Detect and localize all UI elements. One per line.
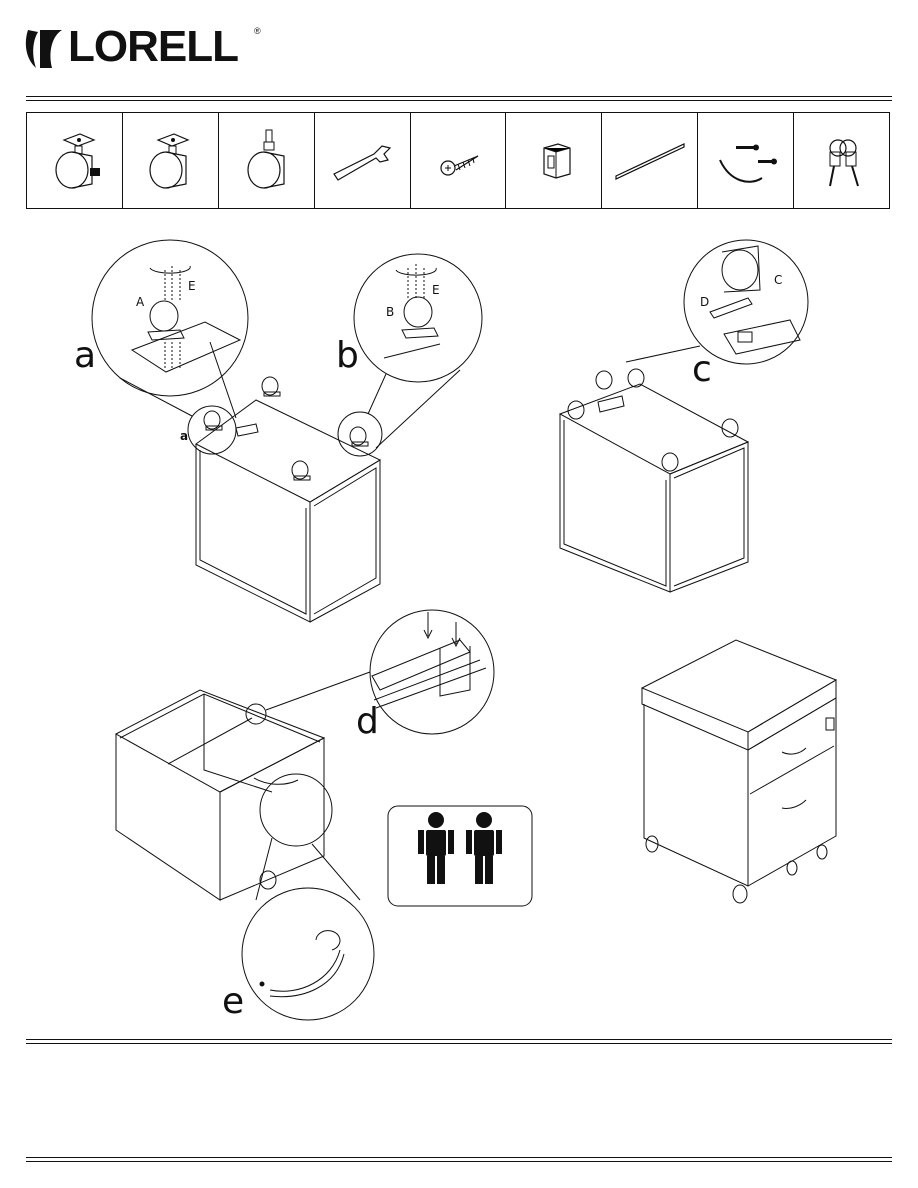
part-cell (27, 113, 123, 208)
callout-a-A: A (136, 296, 144, 308)
step-label-d: d (356, 704, 379, 740)
finished-cabinet (642, 640, 836, 903)
part-cell (602, 113, 698, 208)
handle-with-screws-icon (706, 126, 786, 196)
detail-d-content (372, 612, 486, 708)
step-label-a: a (74, 338, 96, 374)
callout-a-E: E (188, 280, 196, 292)
detail-e-content (260, 931, 344, 997)
step-label-e: e (222, 984, 244, 1020)
lorell-logo: LORELL ® (22, 22, 262, 72)
footer-rule-top-1 (26, 1039, 892, 1040)
drawer-step-d (116, 690, 324, 900)
parts-list (26, 112, 890, 209)
step-label-c: c (692, 352, 712, 388)
part-cell (123, 113, 219, 208)
connector-clip-icon (514, 126, 594, 196)
lorell-swoosh-icon (22, 22, 66, 72)
part-cell (698, 113, 794, 208)
callout-c-C: C (774, 274, 782, 286)
footer-rule-bottom-2 (26, 1161, 892, 1162)
stem-caster-icon (226, 126, 306, 196)
step-label-b: b (336, 338, 359, 374)
brand-name: LORELL (68, 22, 238, 72)
screw-icon (418, 126, 498, 196)
detail-circle-d (370, 610, 494, 734)
plate-caster-icon (130, 126, 210, 196)
two-person-panel (388, 806, 532, 906)
detail-a-content (132, 266, 240, 372)
part-cell (315, 113, 411, 208)
callout-c-D: D (700, 296, 709, 308)
detail-circle-b (354, 254, 482, 382)
cabinet-step-c (560, 384, 748, 592)
step-label-a-small: a (180, 430, 188, 442)
callout-b-B: B (386, 306, 394, 318)
footer-rule-bottom-1 (26, 1157, 892, 1158)
detail-c-content (710, 246, 800, 354)
footer-rule-top-2 (26, 1043, 892, 1044)
detail-circle-a (92, 240, 248, 396)
part-cell (794, 113, 889, 208)
keys-icon (802, 126, 882, 196)
cabinet-step-ab (196, 400, 380, 622)
part-cell (411, 113, 507, 208)
brake-caster-icon (34, 126, 114, 196)
detail-circle-e (242, 888, 374, 1020)
header-rule-bottom (26, 100, 892, 101)
wrench-icon (322, 126, 402, 196)
callout-b-E: E (432, 284, 440, 296)
detail-source-e (260, 774, 332, 846)
part-cell (219, 113, 315, 208)
part-cell (506, 113, 602, 208)
two-person-lift-icon (418, 812, 502, 884)
casters-c (568, 346, 738, 471)
drawer-rail-icon (610, 126, 690, 196)
registered-mark: ® (254, 26, 261, 36)
header-rule-top (26, 96, 892, 97)
casters-ab (204, 377, 368, 480)
